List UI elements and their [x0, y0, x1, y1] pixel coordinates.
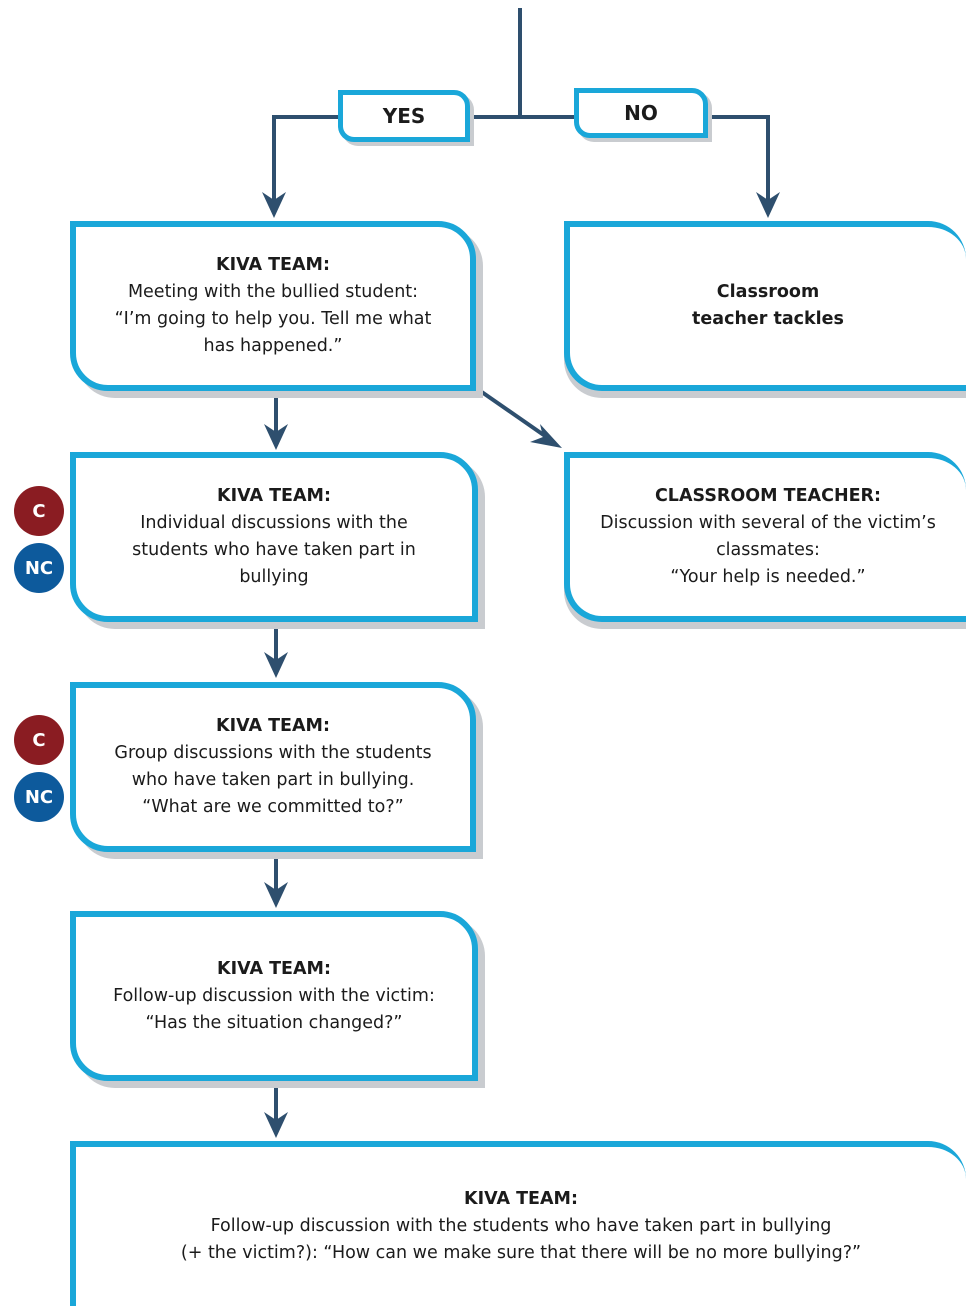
box-meeting-bullied-student: KIVA TEAM: Meeting with the bullied stud…	[70, 221, 476, 391]
box-classmates-discussion: CLASSROOM TEACHER: Discussion with sever…	[564, 452, 966, 622]
box-followup-victim: KIVA TEAM: Follow-up discussion with the…	[70, 911, 478, 1081]
box-title: KIVA TEAM:	[217, 486, 331, 506]
box-text-line: classmates:	[716, 540, 820, 560]
box-text-line: Follow-up discussion with the students w…	[210, 1216, 832, 1236]
box-text-line: “What are we committed to?”	[142, 797, 404, 817]
badge-nc: NC	[14, 543, 64, 593]
box-title: KIVA TEAM:	[464, 1189, 578, 1209]
box-text-line: students who have taken part in	[132, 540, 416, 560]
badge-c: C	[14, 715, 64, 765]
arrow-meeting-classmates	[474, 386, 550, 440]
box-title: KIVA TEAM:	[216, 255, 330, 275]
box-text-line: (+ the victim?): “How can we make sure t…	[180, 1243, 862, 1263]
box-text-line: bullying	[239, 567, 309, 587]
box-text-line: Group discussions with the students	[114, 743, 432, 763]
box-title: KIVA TEAM:	[216, 716, 330, 736]
arrowhead-final	[264, 1112, 288, 1138]
box-text-line: Individual discussions with the	[140, 513, 408, 533]
box-text-line: who have taken part in bullying.	[131, 770, 415, 790]
arrowhead-group	[264, 652, 288, 678]
box-text-line: Meeting with the bullied student:	[127, 282, 419, 302]
box-followup-all: KIVA TEAM: Follow-up discussion with the…	[70, 1141, 966, 1306]
box-text-line: teacher tackles	[692, 309, 844, 329]
arrowhead-followup	[264, 882, 288, 908]
box-text-line: has happened.”	[203, 336, 343, 356]
box-text-line: “Your help is needed.”	[670, 567, 866, 587]
box-title: CLASSROOM TEACHER:	[654, 486, 882, 506]
box-classroom-teacher-tackles: Classroom teacher tackles	[564, 221, 966, 391]
box-text-line: “I’m going to help you. Tell me what	[114, 309, 432, 329]
arrowhead-classmates	[530, 424, 562, 448]
no-label: NO	[574, 88, 708, 138]
yes-label: YES	[338, 90, 470, 142]
yes-arrowhead	[262, 192, 286, 218]
box-group-discussions: KIVA TEAM: Group discussions with the st…	[70, 682, 476, 852]
box-text-line: “Has the situation changed?”	[145, 1012, 403, 1033]
box-text-line: Classroom	[716, 282, 820, 302]
no-arrowhead	[756, 192, 780, 218]
badge-c: C	[14, 486, 64, 536]
arrowhead-individual	[264, 424, 288, 450]
box-title: KIVA TEAM:	[217, 958, 331, 979]
box-text-line: Discussion with several of the victim’s	[600, 513, 936, 533]
badge-nc: NC	[14, 772, 64, 822]
box-text-line: Follow-up discussion with the victim:	[113, 985, 435, 1006]
box-individual-discussions: KIVA TEAM: Individual discussions with t…	[70, 452, 478, 622]
